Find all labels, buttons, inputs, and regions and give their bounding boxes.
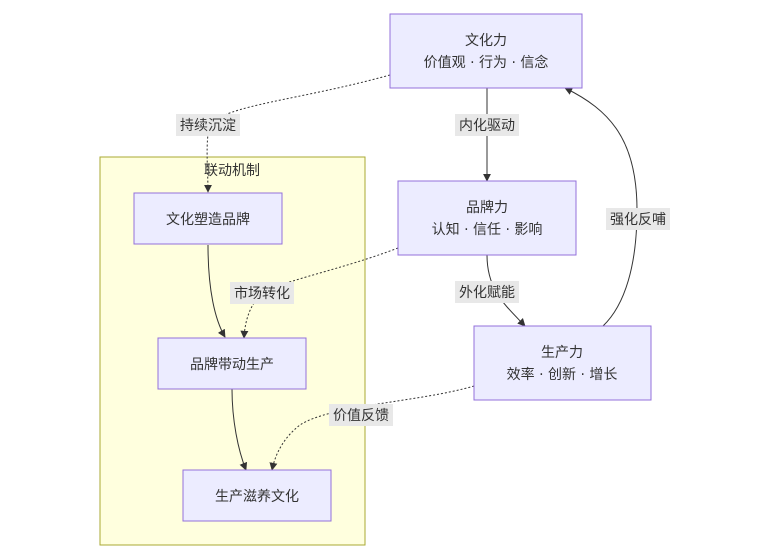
node-production-nourishes-culture[interactable]: 生产滋养文化 (182, 469, 332, 522)
edge-label-market: 市场转化 (230, 282, 294, 304)
edge-label-feedback: 价值反馈 (329, 404, 393, 426)
node-brand-title: 品牌力 (466, 199, 508, 216)
node-culture[interactable]: 文化力 价值观 · 行为 · 信念 (389, 13, 583, 89)
edge-label-text: 强化反哺 (610, 212, 666, 228)
edge-shapes-to-drives (207, 244, 226, 338)
edge-label-text: 外化赋能 (459, 285, 515, 301)
edge-drives-to-nourishes (231, 388, 248, 471)
node-culture-shapes-brand-label: 文化塑造品牌 (166, 211, 250, 228)
node-production-subtitle: 效率 · 创新 · 增长 (507, 366, 618, 383)
edge-label-reinforce: 强化反哺 (606, 208, 670, 230)
edge-label-text: 市场转化 (234, 285, 290, 302)
node-culture-subtitle: 价值观 · 行为 · 信念 (424, 54, 549, 71)
node-brand-drives-production-label: 品牌带动生产 (190, 356, 274, 373)
node-culture-shapes-brand[interactable]: 文化塑造品牌 (133, 192, 283, 245)
edge-label-text: 内化驱动 (459, 118, 515, 134)
edge-label-text: 价值反馈 (333, 408, 389, 424)
node-production-title: 生产力 (541, 345, 583, 361)
edge-label-internalize: 内化驱动 (455, 114, 519, 136)
edge-label-settle: 持续沉淀 (176, 114, 240, 136)
cluster-title: 联动机制 (204, 163, 260, 179)
node-brand-drives-production[interactable]: 品牌带动生产 (157, 337, 307, 390)
edge-label-text: 持续沉淀 (180, 117, 236, 134)
edge-label-externalize: 外化赋能 (455, 281, 519, 303)
edge-production-to-cluster (269, 385, 475, 471)
node-culture-title: 文化力 (465, 33, 507, 49)
node-production-nourishes-culture-label: 生产滋养文化 (215, 489, 299, 505)
node-brand-subtitle: 认知 · 信任 · 影响 (432, 221, 543, 238)
node-production[interactable]: 生产力 效率 · 创新 · 增长 (473, 325, 652, 401)
node-brand[interactable]: 品牌力 认知 · 信任 · 影响 (397, 180, 577, 256)
edge-culture-to-cluster (203, 74, 391, 193)
